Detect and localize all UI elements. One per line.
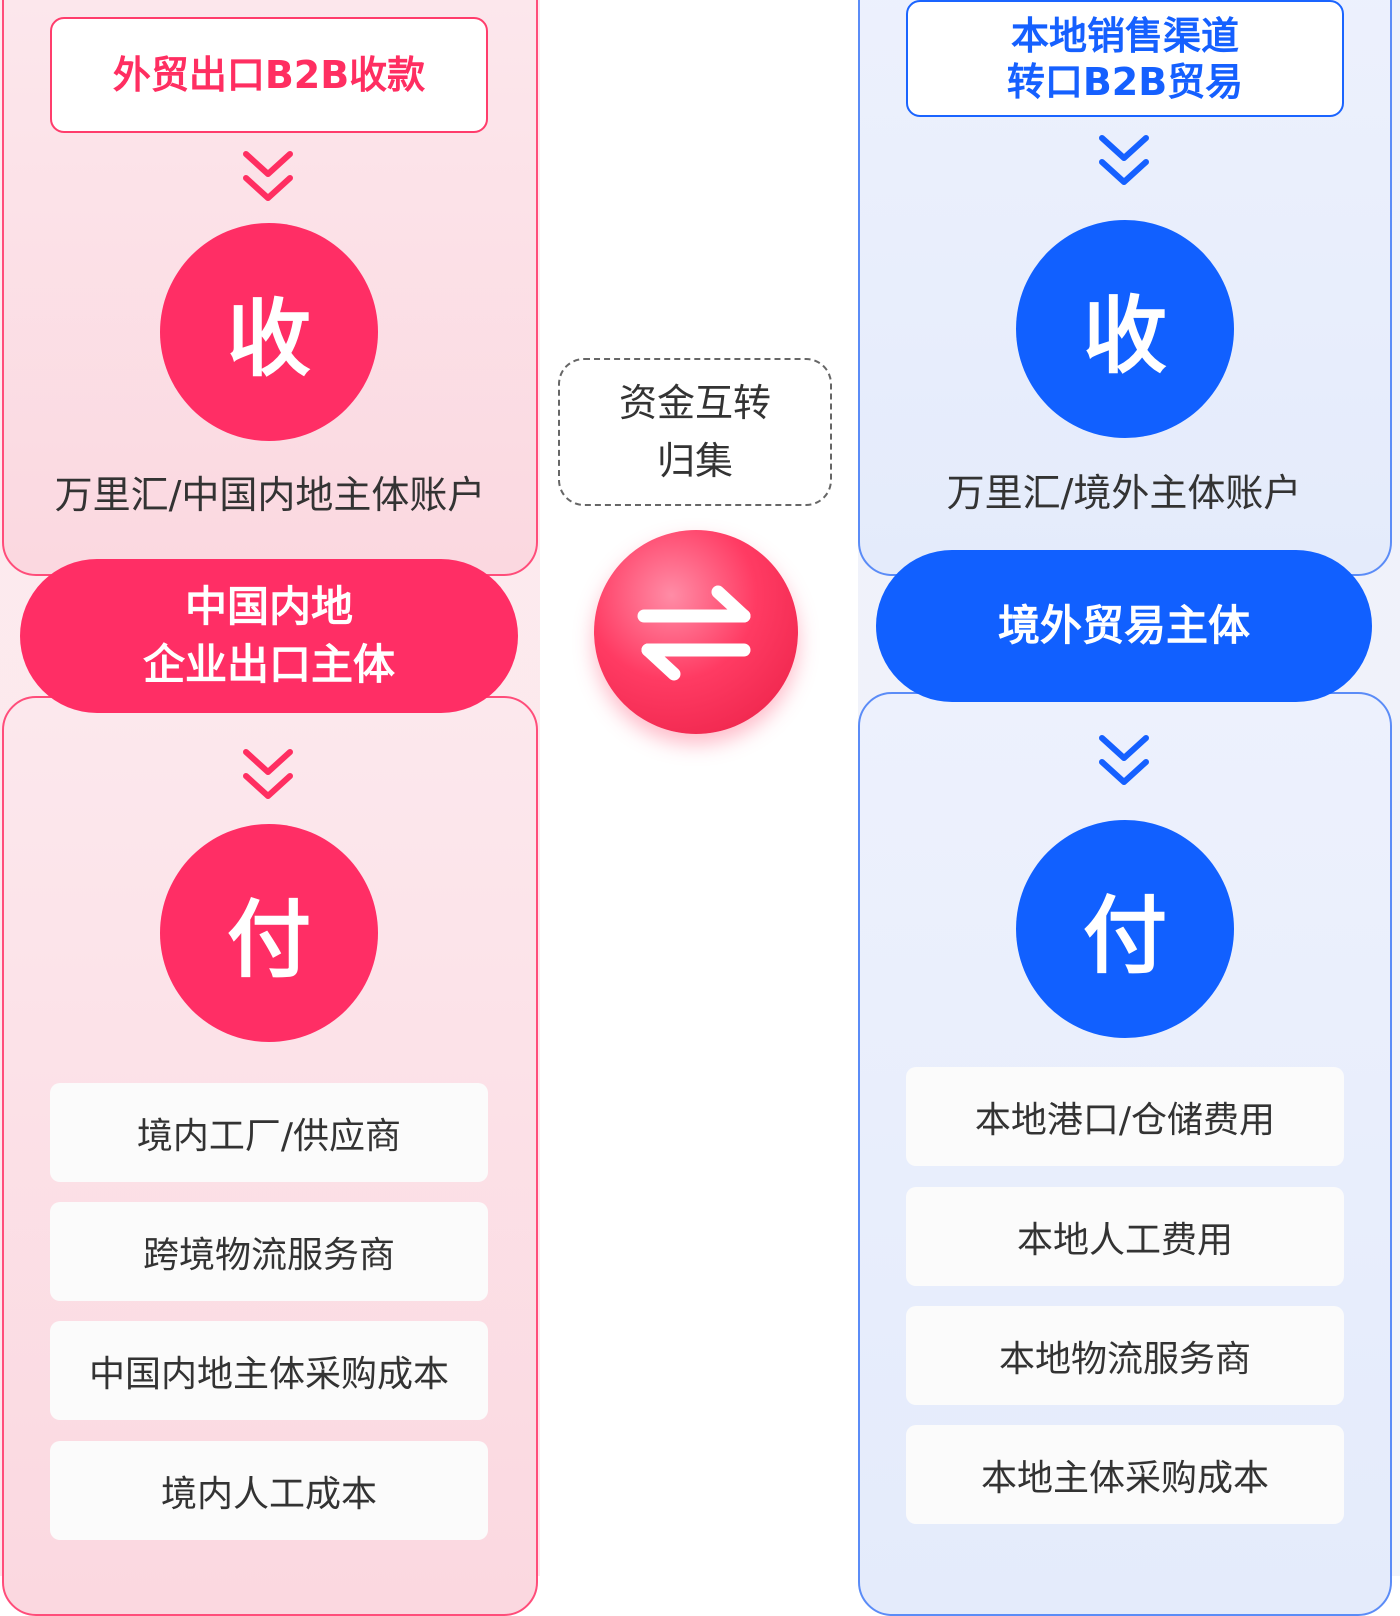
- right-chevron-down-icon: [1099, 135, 1149, 185]
- left-top-label: 外贸出口B2B收款: [50, 17, 488, 133]
- right-receive-circle: 收: [1016, 220, 1234, 438]
- right-pay-item: 本地人工费用: [906, 1187, 1344, 1286]
- left-pay-item: 境内工厂/供应商: [50, 1083, 488, 1182]
- left-pay-item: 跨境物流服务商: [50, 1202, 488, 1301]
- left-pay-item: 中国内地主体采购成本: [50, 1321, 488, 1420]
- left-chevron-down-icon: [243, 151, 293, 201]
- right-pay-item: 本地物流服务商: [906, 1306, 1344, 1405]
- left-pay-item: 境内人工成本: [50, 1441, 488, 1540]
- right-entity-pill: 境外贸易主体: [876, 550, 1372, 702]
- right-chevron-down-icon-2: [1099, 735, 1149, 785]
- transfer-label-box: 资金互转 归集: [558, 358, 832, 506]
- left-pay-circle: 付: [160, 824, 378, 1042]
- left-chevron-down-icon-2: [243, 749, 293, 799]
- right-pay-item: 本地主体采购成本: [906, 1425, 1344, 1524]
- left-account-label: 万里汇/中国内地主体账户: [54, 473, 486, 517]
- swap-button[interactable]: [594, 530, 798, 734]
- left-receive-circle: 收: [160, 223, 378, 441]
- right-pay-item: 本地港口/仓储费用: [906, 1067, 1344, 1166]
- right-account-label: 万里汇/境外主体账户: [946, 471, 1302, 515]
- right-pay-circle: 付: [1016, 820, 1234, 1038]
- left-entity-pill: 中国内地 企业出口主体: [20, 559, 518, 713]
- right-top-label: 本地销售渠道 转口B2B贸易: [906, 0, 1344, 117]
- swap-arrows-icon: [637, 585, 751, 681]
